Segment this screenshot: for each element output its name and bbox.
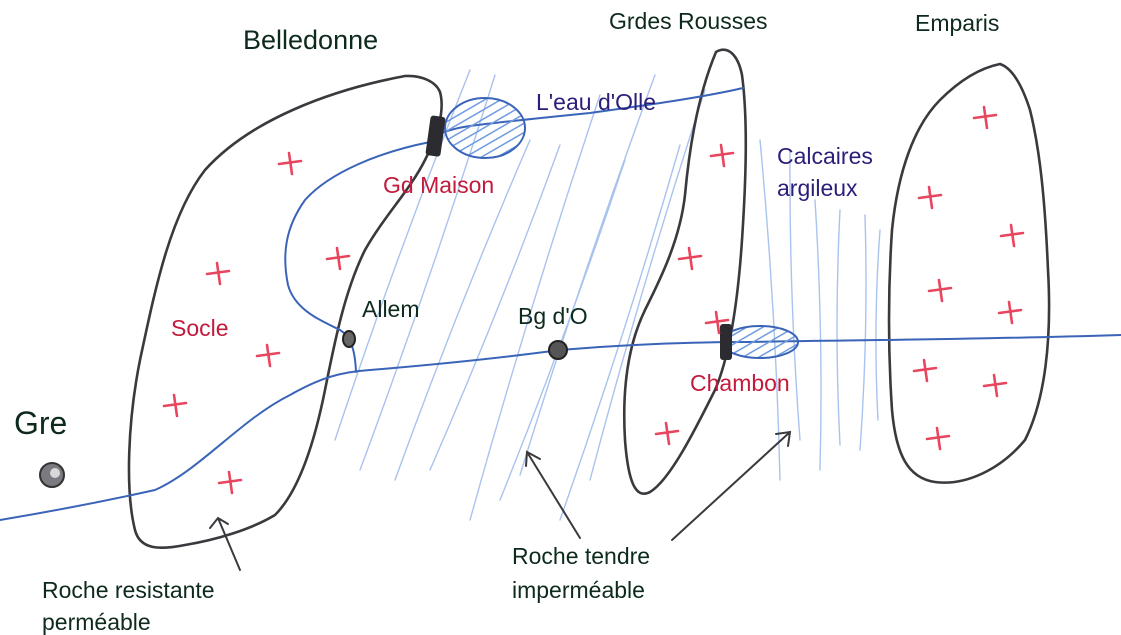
emparis-massif-outline	[887, 62, 1051, 484]
arrows	[209, 430, 792, 571]
label-calcaires-1: Calcaires	[777, 143, 873, 169]
strata-line	[394, 139, 531, 481]
strata-line	[859, 214, 867, 451]
grand-maison-lake	[444, 97, 526, 159]
strata-line	[814, 199, 822, 471]
label-roche-tendre-2: imperméable	[512, 577, 645, 603]
label-allem: Allem	[362, 296, 420, 322]
label-grdes-rousses: Grdes Rousses	[609, 8, 768, 34]
label-gd-maison: Gd Maison	[383, 172, 495, 198]
red-cross-icon	[277, 151, 303, 176]
red-cross-icon	[927, 278, 953, 303]
strata-line	[789, 149, 801, 441]
grandes-rousses-massif-outline	[622, 48, 748, 495]
town-dot-icon-bg-do	[548, 340, 568, 360]
label-bg-do: Bg d'O	[518, 303, 588, 329]
label-roche-tendre-1: Roche tendre	[512, 543, 651, 569]
strata-line	[429, 144, 561, 471]
arrow-resistant	[209, 516, 241, 571]
red-cross-icon	[925, 426, 951, 451]
red-cross-icon	[912, 358, 938, 383]
red-cross-icon	[982, 373, 1008, 398]
label-calcaires-2: argileux	[777, 175, 858, 201]
strata-line	[759, 139, 781, 481]
red-cross-icon	[972, 105, 998, 130]
label-roche-resistante-1: Roche resistante	[42, 577, 215, 603]
town-dot-icon-allem	[342, 330, 356, 348]
town-dot-icon-gre	[39, 462, 65, 488]
grand-maison-dam-icon	[425, 115, 446, 157]
strata-line	[559, 144, 681, 521]
strata-line	[836, 209, 841, 446]
red-cross-icon	[654, 421, 680, 446]
red-cross-icon	[999, 223, 1025, 248]
red-cross-icon	[217, 470, 243, 495]
red-cross-icon	[677, 246, 703, 271]
red-cross-icon	[325, 246, 351, 271]
belledonne-massif-outline	[127, 74, 443, 550]
red-cross-icon	[709, 143, 735, 168]
label-emparis: Emparis	[915, 10, 1000, 36]
strata-line	[469, 94, 601, 521]
label-chambon: Chambon	[690, 370, 790, 396]
red-cross-icon	[255, 343, 281, 368]
strata-line	[519, 74, 656, 476]
red-cross-icon	[997, 300, 1023, 325]
label-eau-dolle: L'eau d'Olle	[536, 89, 657, 115]
arrow-tendre-left	[525, 450, 581, 539]
river-main	[0, 334, 1121, 521]
strata-line	[875, 229, 881, 421]
red-cross-icon	[704, 310, 730, 335]
soft-rock-strata	[334, 69, 881, 521]
chambon-lake	[721, 325, 799, 359]
chambon-dam-icon	[720, 324, 732, 360]
label-belledonne: Belledonne	[243, 25, 379, 55]
label-gre: Gre	[14, 405, 68, 441]
label-roche-resistante-2: perméable	[42, 609, 151, 635]
arrow-tendre-right	[671, 430, 792, 541]
massif-crosses	[162, 105, 1025, 495]
red-cross-icon	[162, 393, 188, 418]
red-cross-icon	[917, 185, 943, 210]
label-socle: Socle	[171, 315, 229, 341]
strata-line	[589, 89, 706, 481]
red-cross-icon	[205, 261, 231, 286]
